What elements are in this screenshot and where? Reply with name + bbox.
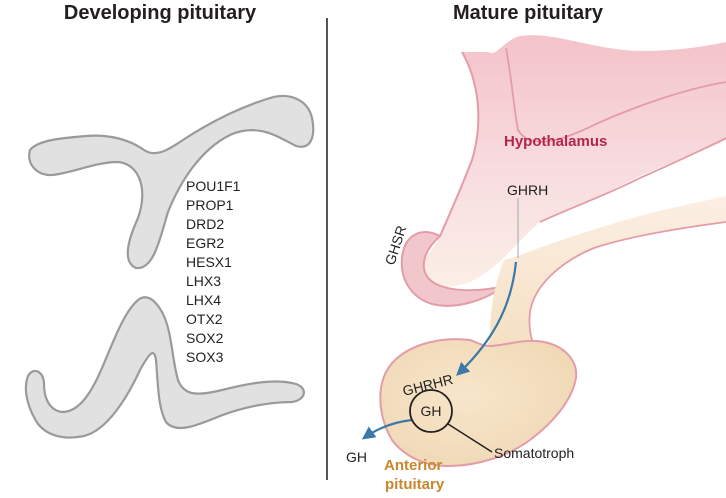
gene-list: POU1F1 PROP1 DRD2 EGR2 HESX1 LHX3 LHX4 O… xyxy=(186,178,241,365)
hypothalamus-lower-outline xyxy=(539,137,726,223)
gene-label: SOX2 xyxy=(186,330,224,346)
ghrh-label: GHRH xyxy=(507,182,548,198)
right-panel-title: Mature pituitary xyxy=(453,2,604,24)
left-panel-title: Developing pituitary xyxy=(64,2,257,24)
gh-output-label: GH xyxy=(346,449,367,465)
hypothalamus-region xyxy=(414,35,726,288)
somatotroph-pointer-line xyxy=(447,423,493,453)
hypothalamic-bulb xyxy=(400,231,505,307)
gene-label: LHX3 xyxy=(186,273,221,289)
developing-upper-shape xyxy=(28,94,315,270)
gene-label: SOX3 xyxy=(186,349,224,365)
hypothalamus-right-outline xyxy=(505,47,726,143)
anterior-pituitary-gland xyxy=(379,338,578,468)
gene-label: POU1F1 xyxy=(186,178,241,194)
gene-label: OTX2 xyxy=(186,311,223,327)
gh-release-arrow xyxy=(361,418,413,440)
gh-cell-label: GH xyxy=(421,403,442,419)
hypothalamus-outline xyxy=(439,51,480,237)
gene-label: DRD2 xyxy=(186,216,224,232)
anterior-label-line2: pituitary xyxy=(385,476,445,493)
ghrh-signal-arrow xyxy=(456,261,518,376)
anterior-label-line1: Anterior xyxy=(384,457,443,474)
somatotroph-cell xyxy=(409,389,453,433)
gene-label: PROP1 xyxy=(186,197,234,213)
gene-label: EGR2 xyxy=(186,235,224,251)
somatotroph-label: Somatotroph xyxy=(494,445,574,461)
developing-lower-shape xyxy=(24,296,305,439)
stalk-right-outline xyxy=(528,221,726,357)
hypothalamus-label: Hypothalamus xyxy=(504,133,607,150)
pituitary-stalk xyxy=(470,196,726,356)
gene-label: LHX4 xyxy=(186,292,221,308)
gene-label: HESX1 xyxy=(186,254,232,270)
